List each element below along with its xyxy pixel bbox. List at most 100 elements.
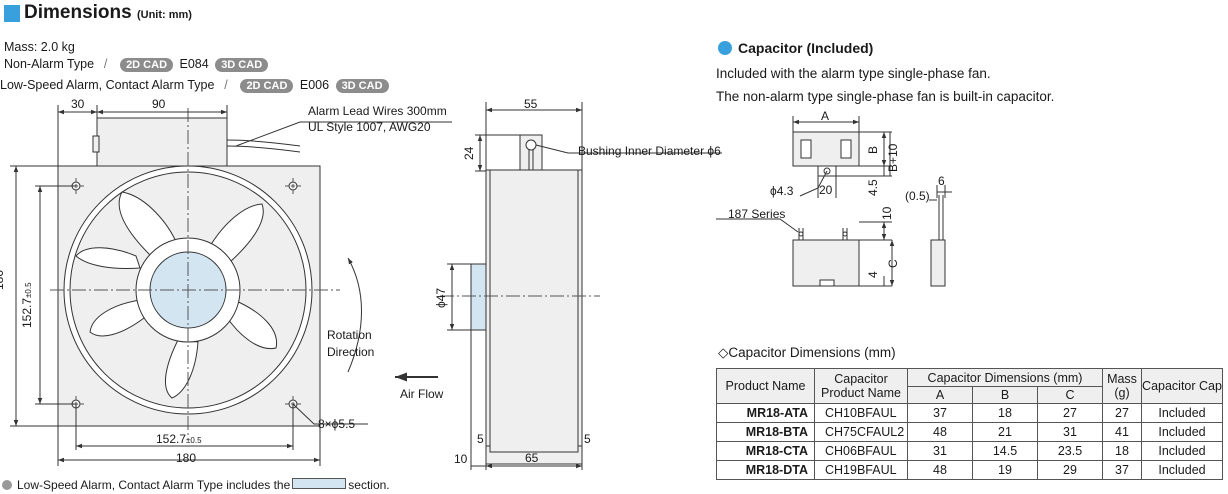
highlight-swatch xyxy=(292,478,347,489)
dim-10: 10 xyxy=(454,452,468,466)
dim-152-7-vertical-value: 152.7 xyxy=(20,297,34,328)
title-text: Dimensions xyxy=(24,2,132,23)
mass-cell: 37 xyxy=(1102,460,1142,480)
mass-cell: 27 xyxy=(1102,403,1142,423)
section-bullet-icon xyxy=(718,41,732,55)
dim-b-cell: 14.5 xyxy=(972,441,1038,461)
product-name-cell: MR18-CTA xyxy=(716,441,815,461)
dim-90: 90 xyxy=(152,97,166,111)
dim-55: 55 xyxy=(524,97,538,111)
header-capacitor-cap: Capacitor Cap xyxy=(1141,368,1223,404)
dim-a-cell: 31 xyxy=(907,441,973,461)
fan-blades xyxy=(75,191,278,399)
cad-2d-button-non-alarm[interactable]: 2D CAD xyxy=(120,58,174,72)
capacitor-dimensions-table: Product Name Capacitor Product Name Capa… xyxy=(716,368,1223,480)
cad-3d-button-non-alarm[interactable]: 3D CAD xyxy=(215,58,269,72)
mass-cell: 41 xyxy=(1102,422,1142,442)
cap-dim-4: 4 xyxy=(866,271,880,278)
dim-152-7-horizontal: 152.7±0.5 xyxy=(156,432,202,446)
dim-152-7-vertical: 152.7±0.5 xyxy=(20,282,34,328)
header-capacitor-dimensions: Capacitor Dimensions (mm) xyxy=(907,368,1103,387)
low-speed-code: E006 xyxy=(299,78,330,92)
non-alarm-row: Non-Alarm Type / 2D CAD E084 3D CAD xyxy=(4,57,271,72)
header-a: A xyxy=(907,386,973,404)
cap-dim-c: C xyxy=(886,259,900,268)
dim-c-cell: 23.5 xyxy=(1037,441,1103,461)
cap-dim-b10: B+10 xyxy=(886,143,900,172)
rotation-label-1: Rotation xyxy=(327,328,372,342)
tolerance: ±0.5 xyxy=(186,436,202,445)
non-alarm-code: E084 xyxy=(179,57,209,71)
header-product-name: Product Name xyxy=(716,368,815,404)
separator-slash: / xyxy=(224,78,228,92)
mass-label: Mass: 2.0 kg xyxy=(4,40,75,54)
capacitor-product-cell: CH06BFAUL xyxy=(814,441,908,461)
cap-dim-a: A xyxy=(821,109,830,123)
capacitor-product-cell: CH75CFAUL2 xyxy=(814,422,908,442)
dim-c-cell: 27 xyxy=(1037,403,1103,423)
non-alarm-label: Non-Alarm Type xyxy=(4,57,95,71)
dim-24: 24 xyxy=(462,146,476,160)
cap-dim-20: 20 xyxy=(819,183,833,197)
footnote-suffix: section. xyxy=(348,478,390,492)
header-c: C xyxy=(1037,386,1103,404)
bullet-icon xyxy=(2,480,12,490)
cap-cell: Included xyxy=(1141,441,1223,461)
capacitor-heading: Capacitor (Included) xyxy=(718,40,873,56)
product-name-cell: MR18-DTA xyxy=(716,460,815,480)
cap-series-label: 187 Series xyxy=(728,207,786,221)
low-speed-label: Low-Speed Alarm, Contact Alarm Type xyxy=(0,78,215,92)
dim-c-cell: 31 xyxy=(1037,422,1103,442)
cap-dim-hole: ϕ4.3 xyxy=(770,184,794,198)
lead-wires-label-2: UL Style 1007, AWG20 xyxy=(308,120,431,134)
dim-b-cell: 21 xyxy=(972,422,1038,442)
dim-a-cell: 37 xyxy=(907,403,973,423)
capacitor-table-title: ◇Capacitor Dimensions (mm) xyxy=(718,345,896,360)
dim-a-cell: 48 xyxy=(907,460,973,480)
dim-180-vertical: 180 xyxy=(0,269,6,290)
cad-2d-button-low-speed[interactable]: 2D CAD xyxy=(240,79,294,93)
dim-5-right: 5 xyxy=(584,432,591,446)
capacitor-line-2: The non-alarm type single-phase fan is b… xyxy=(716,89,1055,104)
separator-slash: / xyxy=(103,57,108,71)
header-capacitor-product-name: Capacitor Product Name xyxy=(814,368,908,404)
dim-30: 30 xyxy=(71,97,85,111)
capacitor-heading-text: Capacitor (Included) xyxy=(738,40,874,56)
dim-180-horizontal: 180 xyxy=(176,451,197,465)
title-accent-mark xyxy=(4,5,20,22)
capacitor-product-cell: CH19BFAUL xyxy=(814,460,908,480)
cap-dim-b: B xyxy=(866,145,880,154)
cap-cell: Included xyxy=(1141,422,1223,442)
product-name-cell: MR18-BTA xyxy=(716,422,815,442)
capacitor-drawing xyxy=(716,116,952,287)
header-b: B xyxy=(972,386,1038,404)
cap-cell: Included xyxy=(1141,460,1223,480)
dim-b-cell: 18 xyxy=(972,403,1038,423)
dim-c-cell: 29 xyxy=(1037,460,1103,480)
page-title: Dimensions (Unit: mm) xyxy=(24,2,192,24)
cap-dim-10: 10 xyxy=(880,206,894,220)
low-speed-row: Low-Speed Alarm, Contact Alarm Type / 2D… xyxy=(0,78,392,93)
capacitor-line-1: Included with the alarm type single-phas… xyxy=(716,66,991,81)
dim-5-left: 5 xyxy=(477,432,484,446)
table-row: MR18-DTA CH19BFAUL 48 19 29 37 Included xyxy=(716,460,1223,480)
tolerance: ±0.5 xyxy=(24,282,33,298)
dim-152-7-horizontal-value: 152.7 xyxy=(156,432,187,446)
footnote: Low-Speed Alarm, Contact Alarm Type incl… xyxy=(2,478,390,492)
dim-65: 65 xyxy=(525,451,539,465)
cad-3d-button-low-speed[interactable]: 3D CAD xyxy=(335,79,389,93)
side-view xyxy=(440,102,722,470)
product-name-cell: MR18-ATA xyxy=(716,403,815,423)
table-row: MR18-CTA CH06BFAUL 31 14.5 23.5 18 Inclu… xyxy=(716,441,1223,461)
mass-cell: 18 xyxy=(1102,441,1142,461)
rotation-label-2: Direction xyxy=(327,345,375,359)
cap-dim-6: 6 xyxy=(938,174,945,188)
cap-cell: Included xyxy=(1141,403,1223,423)
table-row: MR18-ATA CH10BFAUL 37 18 27 27 Included xyxy=(716,403,1223,423)
bushing-label: Bushing Inner Diameter ϕ6 xyxy=(578,144,721,158)
cap-dim-4-5: 4.5 xyxy=(866,179,880,196)
dim-b-cell: 19 xyxy=(972,460,1038,480)
capacitor-product-cell: CH10BFAUL xyxy=(814,403,908,423)
front-view xyxy=(10,105,452,466)
